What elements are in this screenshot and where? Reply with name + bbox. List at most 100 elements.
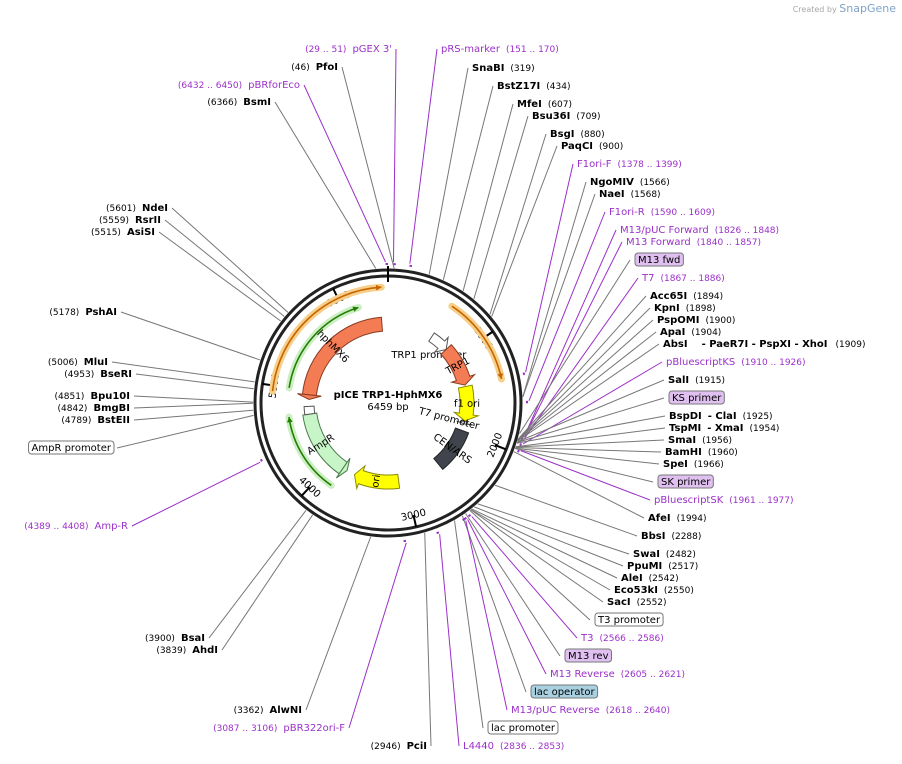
label-pfoi-position: (46) (291, 63, 309, 73)
direction-arrow-2-head (352, 306, 359, 312)
label-pbr322ori-f-name: pBR322ori-F (283, 723, 345, 734)
label-ks-primer-leader (516, 397, 665, 443)
label-snabi-position: (319) (510, 64, 534, 74)
label-ahdi: AhdI(3839) (156, 645, 218, 656)
label-absi-leader (517, 343, 660, 442)
label-eco53ki-leader (470, 509, 611, 591)
label-m13-puc-reverse: M13/pUC Reverse(2618 .. 2640) (511, 705, 670, 716)
label-m13-rev-text: M13 rev (568, 651, 609, 662)
label-pbluescriptks-leader (522, 361, 663, 445)
label-eco53ki-position: (2550) (664, 586, 694, 596)
label-pbr322ori-f: pBR322ori-F(3087 .. 3106) (213, 723, 345, 734)
label-pbluescriptsk-position: (1961 .. 1977) (729, 496, 793, 506)
label-ahdi-name: AhdI (192, 645, 218, 656)
label-alwni-name: AlwNI (270, 705, 303, 716)
label-ndei: NdeI(5601) (106, 203, 168, 214)
label-ppumi: PpuMI (2517) (627, 561, 698, 572)
label-asisi: AsiSI(5515) (91, 227, 155, 238)
label-layer: pGEX 3'(29 .. 51)PfoI(46)pBRforEco(6432 … (24, 44, 865, 752)
label-bamhi-leader (515, 446, 662, 453)
label-m13-puc-forward: M13/pUC Forward(1826 .. 1848) (620, 225, 779, 236)
label-sali-position: (1915) (695, 376, 725, 386)
label-rsrii-leader (164, 219, 285, 317)
label-afei-name: AfeI (648, 513, 671, 524)
label-paqci: PaqCI(900) (561, 141, 623, 152)
label-m13-rev-leader (465, 513, 561, 657)
label-snabi-name: SnaBI (472, 63, 504, 74)
label-bsu36i-position: (709) (576, 112, 600, 122)
label-amp-r-position: (4389 .. 4408) (24, 522, 88, 532)
label-afei: AfeI(1994) (648, 513, 707, 524)
label-bsteii-position: (4789) (61, 416, 91, 426)
label-ppumi-name: PpuMI (627, 561, 662, 572)
label-mlui-position: (5006) (48, 358, 78, 368)
label-ks-primer-text: KS primer (672, 393, 722, 404)
label-absi-isoschizomers: - PaeR7I - PspXI - XhoI (702, 339, 828, 350)
label-prs-marker-position: (151 .. 170) (506, 45, 559, 55)
label-bsmi-leader (274, 101, 377, 269)
label-pbluescriptks-position: (1910 .. 1926) (741, 358, 805, 368)
label-asisi-position: (5515) (91, 228, 121, 238)
label-bpu10i-position: (4851) (55, 392, 85, 402)
label-mlui: MluI(5006) (48, 357, 108, 368)
label-tspmi-name: TspMI (669, 423, 701, 434)
label-t3-promoter-text: T3 promoter (597, 615, 661, 626)
label-m13-puc-reverse-leader (465, 520, 508, 711)
label-bbsi-position: (2288) (671, 532, 701, 542)
label-bamhi-position: (1960) (708, 448, 738, 458)
label-m13-reverse-position: (2605 .. 2621) (621, 670, 685, 680)
label-amp-r-site (259, 458, 263, 462)
label-f1ori-f-position: (1378 .. 1399) (617, 160, 681, 170)
feature-ampr-promoter (303, 405, 316, 416)
label-ks-primer: KS primer (668, 390, 725, 405)
direction-arrow-2 (288, 306, 359, 389)
label-pbrforeco-name: pBRforEco (248, 80, 300, 91)
label-bsu36i-leader (473, 115, 529, 299)
label-apai-position: (1904) (691, 328, 721, 338)
label-m13-puc-reverse-position: (2618 .. 2640) (606, 706, 670, 716)
direction-arrow-0 (451, 305, 503, 380)
label-alwni-position: (3362) (234, 706, 264, 716)
direction-arrow-3-head (287, 416, 293, 423)
label-l4440-position: (2836 .. 2853) (500, 742, 564, 752)
label-pshai-position: (5178) (49, 308, 79, 318)
label-sk-primer-text: SK primer (661, 477, 711, 488)
label-bspdi-leader (516, 415, 666, 444)
label-t7-position: (1867 .. 1886) (660, 274, 724, 284)
label-acc65i-name: Acc65I (650, 291, 687, 302)
label-amp-r: Amp-R(4389 .. 4408) (24, 521, 128, 532)
label-bstz17i-position: (434) (546, 82, 570, 92)
snapgene-brand: Created by SnapGene (793, 2, 896, 15)
label-bpu10i: Bpu10I(4851) (55, 391, 130, 402)
label-m13-rev-box (564, 648, 612, 663)
label-acc65i-leader (517, 295, 647, 440)
label-m13-reverse: M13 Reverse(2605 .. 2621) (550, 669, 685, 680)
label-prs-marker: pRS-marker(151 .. 170) (441, 44, 559, 55)
label-ppumi-position: (2517) (668, 562, 698, 572)
direction-arrow-1 (271, 286, 382, 392)
label-bsmi: BsmI(6366) (207, 97, 271, 108)
label-tspmi-extra: - XmaI (707, 423, 743, 434)
label-f1ori-r-leader (528, 211, 606, 402)
label-t7-name: T7 (641, 273, 654, 284)
label-snabi-leader (428, 67, 469, 275)
label-apai-leader (517, 331, 657, 441)
label-alei-position: (2542) (649, 574, 679, 584)
label-amp-r-leader (131, 461, 261, 527)
label-sali: SalI(1915) (668, 375, 725, 386)
label-paqci-leader (491, 145, 558, 317)
label-t3-site (467, 514, 472, 518)
label-pgex-3-: pGEX 3'(29 .. 51) (305, 44, 392, 55)
label-tspmi-leader (515, 427, 666, 448)
label-m13-forward-leader (524, 241, 623, 435)
label-smai-leader (515, 439, 665, 448)
feature-trp1 (440, 344, 477, 386)
label-bseri-position: (4953) (64, 370, 94, 380)
plasmid-size: 6459 bp (367, 402, 408, 413)
label-acc65i: Acc65I(1894) (650, 291, 723, 302)
label-apai: ApaI(1904) (660, 327, 721, 338)
label-bstz17i: BstZ17I(434) (497, 81, 570, 92)
label-saci-name: SacI (607, 597, 631, 608)
label-m13-reverse-leader (467, 519, 547, 675)
